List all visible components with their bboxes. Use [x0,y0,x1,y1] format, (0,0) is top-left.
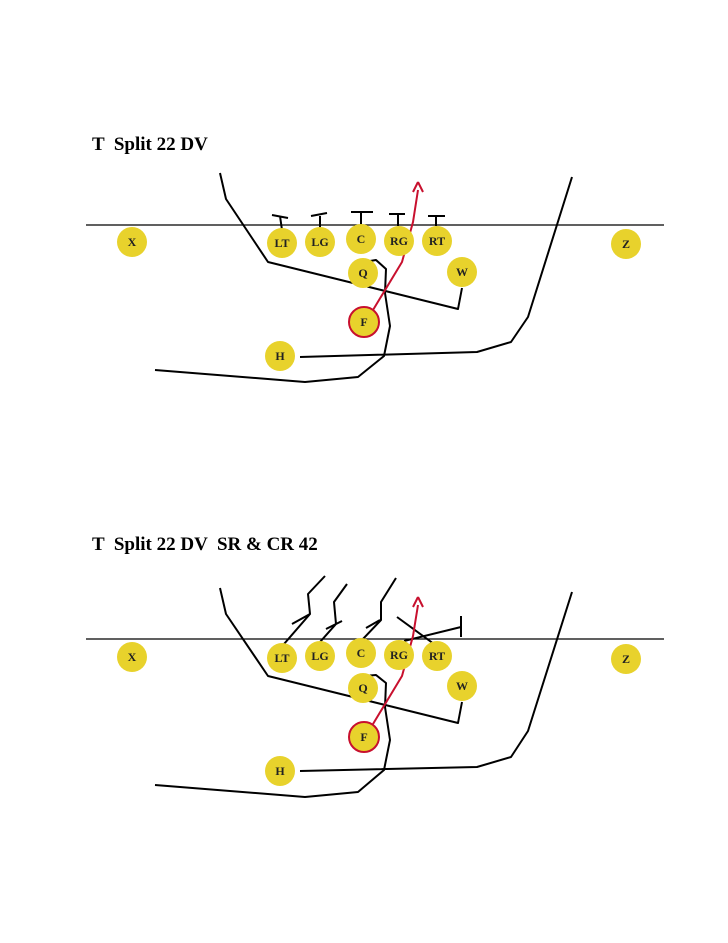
w-route [219,172,463,310]
player-w: W [447,671,477,701]
player-rg: RG [384,226,414,256]
player-x: X [117,642,147,672]
svg-text:F: F [360,315,367,329]
black-routes [154,172,573,383]
svg-text:C: C [357,646,366,660]
svg-text:W: W [456,679,468,693]
play-field: X LT LG C RG RT Z Q W F H [86,575,664,798]
svg-text:Q: Q [358,266,367,280]
z-route [299,591,573,772]
svg-text:Q: Q [358,681,367,695]
player-rt: RT [422,226,452,256]
player-lt: LT [267,228,297,258]
svg-text:RT: RT [429,649,445,663]
play-title: T Split 22 DV [92,134,208,155]
player-w: W [447,257,477,287]
h-route [154,674,391,798]
svg-text:W: W [456,265,468,279]
svg-text:Z: Z [622,237,630,251]
player-c: C [346,638,376,668]
svg-text:C: C [357,232,366,246]
svg-text:X: X [128,650,137,664]
svg-text:RG: RG [390,648,408,662]
player-rt: RT [422,641,452,671]
svg-text:LG: LG [311,649,328,663]
player-h: H [265,341,295,371]
blocking-marks [396,616,462,645]
svg-text:LT: LT [275,651,290,665]
player-x: X [117,227,147,257]
svg-text:LT: LT [275,236,290,250]
svg-text:LG: LG [311,235,328,249]
player-lg: LG [305,641,335,671]
player-rg: RG [384,640,414,670]
release-routes [283,575,397,645]
player-lt: LT [267,643,297,673]
svg-text:Z: Z [622,652,630,666]
player-z: Z [611,644,641,674]
play-title: T Split 22 DV SR & CR 42 [92,534,318,555]
player-c: C [346,224,376,254]
svg-text:RG: RG [390,234,408,248]
player-f: F [348,306,380,338]
z-route [299,176,573,358]
h-route [154,259,391,383]
player-q: Q [348,258,378,288]
svg-text:RT: RT [429,234,445,248]
black-routes [154,587,573,798]
w-route [219,587,463,724]
player-f: F [348,721,380,753]
player-h: H [265,756,295,786]
player-z: Z [611,229,641,259]
player-lg: LG [305,227,335,257]
svg-text:F: F [360,730,367,744]
play-field: X LT LG C RG RT Z Q W F H [86,172,664,383]
svg-text:H: H [275,349,285,363]
svg-text:H: H [275,764,285,778]
player-q: Q [348,673,378,703]
svg-text:X: X [128,235,137,249]
